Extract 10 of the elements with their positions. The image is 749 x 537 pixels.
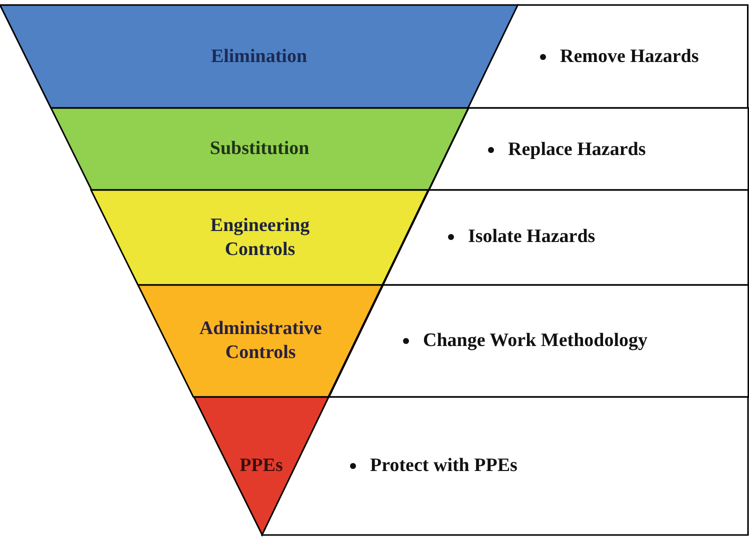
level-label: Substitution — [210, 137, 310, 161]
action-text: Isolate Hazards — [468, 226, 596, 248]
level-label: Engineering Controls — [209, 214, 311, 262]
level-label: Elimination — [210, 44, 308, 68]
level-label: PPEs — [240, 454, 283, 478]
action-text: Remove Hazards — [560, 46, 699, 68]
action-text: Protect with PPEs — [370, 455, 518, 477]
action-text: Replace Hazards — [508, 139, 646, 161]
level-label: Administrative Controls — [198, 317, 323, 365]
action-text: Change Work Methodology — [422, 330, 648, 352]
